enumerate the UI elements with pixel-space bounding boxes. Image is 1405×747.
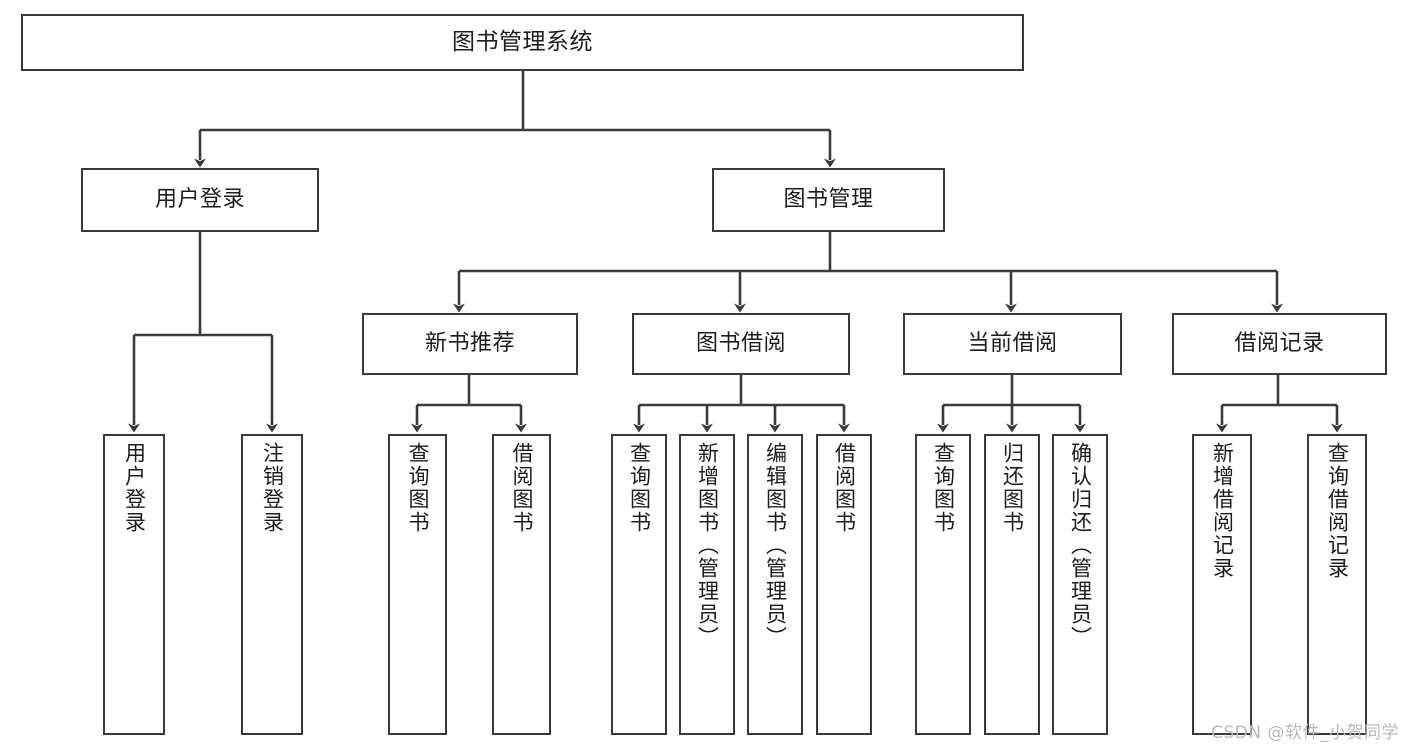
leaf-current-borrow-1[interactable]: 归还图书 <box>984 434 1040 735</box>
leaf-new-book-0-label: 查询图书 <box>406 442 430 534</box>
leaf-current-borrow-0[interactable]: 查询图书 <box>915 434 971 735</box>
node-borrow-record[interactable]: 借阅记录 <box>1172 313 1387 375</box>
node-user-login-label: 用户登录 <box>154 187 245 213</box>
leaf-book-borrow-3-label: 借阅图书 <box>832 442 857 534</box>
node-new-book-recommend-label: 新书推荐 <box>424 331 515 357</box>
leaf-current-borrow-1-label: 归还图书 <box>1000 442 1025 534</box>
leaf-book-borrow-0-label: 查询图书 <box>627 442 652 534</box>
leaf-book-borrow-1[interactable]: 新增图书（管理员） <box>679 434 735 735</box>
leaf-new-book-0[interactable]: 查询图书 <box>388 434 447 735</box>
node-book-borrow[interactable]: 图书借阅 <box>632 313 850 375</box>
node-current-borrow-label: 当前借阅 <box>967 331 1058 357</box>
leaf-book-borrow-0[interactable]: 查询图书 <box>611 434 667 735</box>
leaf-book-borrow-3[interactable]: 借阅图书 <box>816 434 872 735</box>
node-user-login[interactable]: 用户登录 <box>81 168 319 232</box>
leaf-user-login-1[interactable]: 注销登录 <box>241 434 303 735</box>
node-new-book-recommend[interactable]: 新书推荐 <box>362 313 578 375</box>
node-book-borrow-label: 图书借阅 <box>695 331 786 357</box>
leaf-user-login-0[interactable]: 用户登录 <box>103 434 165 735</box>
leaf-book-borrow-2[interactable]: 编辑图书（管理员） <box>747 434 803 735</box>
leaf-new-book-1-label: 借阅图书 <box>510 442 534 534</box>
leaf-current-borrow-0-label: 查询图书 <box>931 442 956 534</box>
node-borrow-record-label: 借阅记录 <box>1234 331 1325 357</box>
node-book-manage-label: 图书管理 <box>783 187 874 213</box>
leaf-new-book-1[interactable]: 借阅图书 <box>492 434 551 735</box>
leaf-user-login-0-label: 用户登录 <box>122 442 147 534</box>
leaf-current-borrow-2[interactable]: 确认归还（管理员） <box>1052 434 1108 735</box>
node-root[interactable]: 图书管理系统 <box>21 14 1024 71</box>
leaf-user-login-1-label: 注销登录 <box>260 442 285 534</box>
leaf-book-borrow-1-label: 新增图书（管理员） <box>695 442 720 649</box>
node-current-borrow[interactable]: 当前借阅 <box>903 313 1122 375</box>
node-book-manage[interactable]: 图书管理 <box>712 168 945 232</box>
leaf-borrow-record-0[interactable]: 新增借阅记录 <box>1192 434 1252 735</box>
leaf-current-borrow-2-label: 确认归还（管理员） <box>1068 442 1093 649</box>
node-root-label: 图书管理系统 <box>452 28 593 55</box>
leaf-borrow-record-1-label: 查询借阅记录 <box>1325 442 1350 580</box>
leaf-borrow-record-1[interactable]: 查询借阅记录 <box>1307 434 1367 735</box>
leaf-book-borrow-2-label: 编辑图书（管理员） <box>763 442 788 649</box>
leaf-borrow-record-0-label: 新增借阅记录 <box>1210 442 1235 580</box>
